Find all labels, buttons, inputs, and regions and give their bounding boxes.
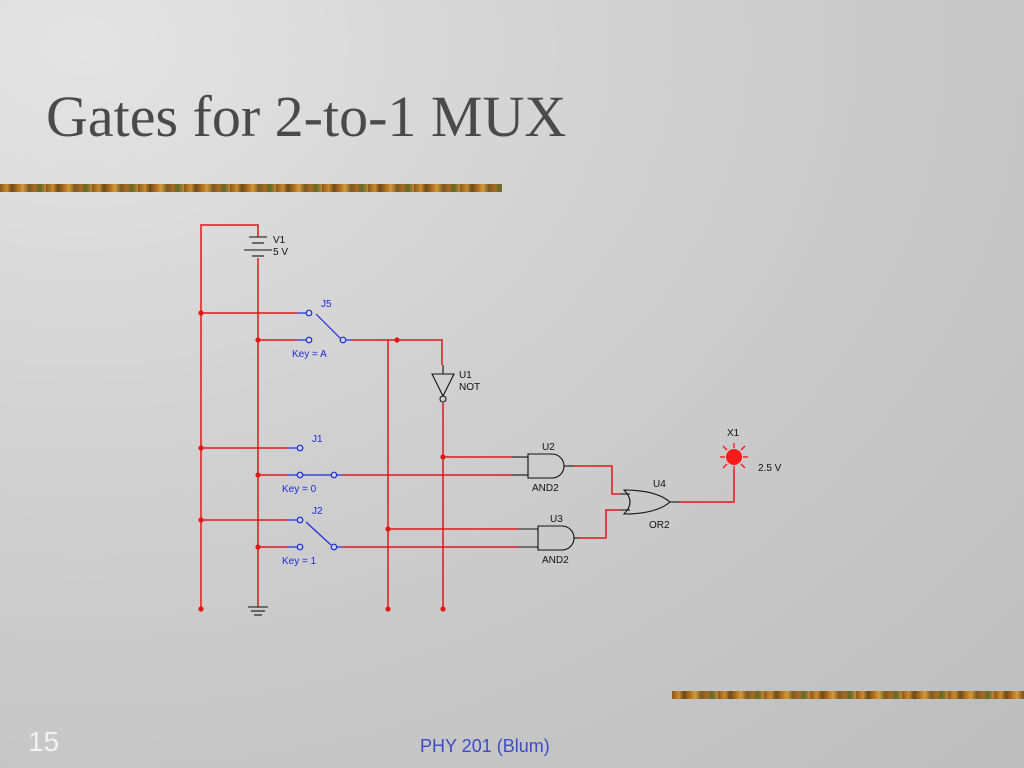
switch-j5: J5 Key = A <box>292 299 352 360</box>
and-gate-u3: U3 AND2 <box>518 514 579 566</box>
and-gate-u3-ref: U3 <box>550 514 563 525</box>
switch-j1-key: Key = 0 <box>282 484 317 495</box>
slide-footer: PHY 201 (Blum) <box>420 736 550 756</box>
not-gate-type: NOT <box>459 382 480 393</box>
or-gate-u4: U4 OR2 <box>620 479 680 531</box>
lamp-bulb-icon <box>726 449 742 465</box>
battery-ref: V1 <box>273 235 286 246</box>
not-gate-ref: U1 <box>459 370 472 381</box>
switch-j2-ref: J2 <box>312 506 323 517</box>
switch-j1-ref: J1 <box>312 434 323 445</box>
switch-j2: J2 Key = 1 <box>282 506 342 567</box>
lamp-ref: X1 <box>727 428 740 439</box>
and-gate-u2-type: AND2 <box>532 483 559 494</box>
lamp-x1: X1 2.5 V <box>720 428 782 474</box>
decorative-divider-top <box>0 184 502 192</box>
switch-j2-key: Key = 1 <box>282 556 317 567</box>
decorative-divider-bottom <box>672 691 1024 699</box>
slide-title: Gates for 2-to-1 MUX <box>46 84 567 149</box>
or-gate-ref: U4 <box>653 479 666 490</box>
battery-value: 5 V <box>273 247 288 258</box>
or-gate-type: OR2 <box>649 520 670 531</box>
and-gate-u3-type: AND2 <box>542 555 569 566</box>
circuit-junctions <box>198 310 446 612</box>
switch-j5-ref: J5 <box>321 299 332 310</box>
switch-j5-key: Key = A <box>292 349 327 360</box>
not-gate-u1: U1 NOT <box>431 365 480 403</box>
and-gate-u2: U2 AND2 <box>512 442 574 494</box>
slide-number: 15 <box>28 726 60 757</box>
ground-symbol <box>248 606 268 616</box>
battery-v1: V1 5 V <box>244 235 288 258</box>
switch-j1: J1 Key = 0 <box>282 434 342 495</box>
lamp-value: 2.5 V <box>758 463 782 474</box>
and-gate-u2-ref: U2 <box>542 442 555 453</box>
circuit-wires <box>200 224 735 609</box>
